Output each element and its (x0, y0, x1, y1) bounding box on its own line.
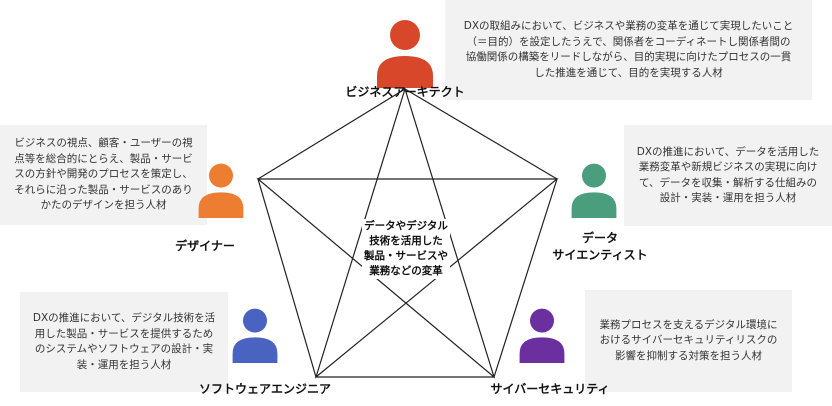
data-scientist-description: DXの推進において、データを活用した業務変革や新規ビジネスの実現に向けて、データ… (624, 125, 832, 226)
center-line: データやデジタル (364, 220, 448, 232)
software-engineer-label: ソフトウェアエンジニア (198, 382, 331, 396)
center-line: 技術を活用した (369, 235, 443, 247)
cyber-security-person-icon (519, 308, 565, 363)
pentagon-outline (257, 88, 558, 378)
software-engineer-person-icon (232, 308, 278, 363)
center-line: 製品・サービスや (364, 250, 448, 262)
cyber-security-description: 業務プロセスを支えるデジタル環境におけるサイバーセキュリティリスクの影響を抑制す… (585, 290, 792, 392)
data-scientist-label-line1: データ (581, 231, 618, 245)
center-dx-transformation-text: データやデジタル 技術を活用した 製品・サービスや 業務などの変革 (362, 219, 450, 279)
center-line: 業務などの変革 (369, 265, 443, 277)
business-architect-label: ビジネスアーキテクト (345, 85, 465, 99)
designer-label: デザイナー (175, 239, 235, 253)
data-scientist-person-icon (571, 163, 617, 218)
cyber-security-label: サイバーセキュリティ (490, 382, 610, 396)
software-engineer-description: DXの推進において、デジタル技術を活用した製品・サービスを提供するためのシステム… (20, 292, 228, 392)
designer-description: ビジネスの視点、顧客・ユーザーの視点等を総合的にとらえ、製品・サービスの方針や開… (0, 125, 207, 225)
business-architect-person-icon (377, 20, 433, 88)
star-lines (256, 86, 559, 379)
designer-person-icon (198, 163, 244, 218)
data-scientist-label-line2: サイエンティスト (552, 248, 648, 262)
business-architect-description: DXの取組みにおいて、ビジネスや業務の変革を通じて実現したいこと（＝目的）を設定… (445, 0, 812, 100)
